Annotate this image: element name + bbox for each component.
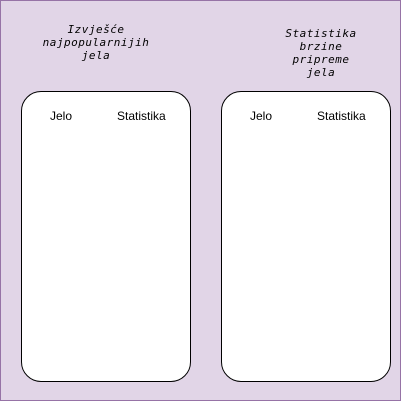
panel-title-line: jela bbox=[81, 49, 111, 62]
panel-title-popular-dishes-report: Izvješće najpopularnijih jela bbox=[31, 23, 161, 62]
panel-title-line: brzine bbox=[299, 40, 343, 53]
column-header-statistics: Statistika bbox=[317, 109, 366, 123]
report-card-preparation-speed: Jelo Statistika bbox=[221, 91, 391, 382]
panel-title-preparation-speed-stats: Statistika brzine pripreme jela bbox=[256, 27, 386, 79]
panel-title-line: pripreme bbox=[292, 53, 350, 66]
panel-title-line: jela bbox=[306, 66, 336, 79]
column-header-dish: Jelo bbox=[50, 109, 73, 123]
panel-title-line: Statistika bbox=[285, 27, 357, 40]
report-card-popular-dishes: Jelo Statistika bbox=[21, 91, 191, 382]
column-header-dish: Jelo bbox=[250, 109, 273, 123]
column-header-statistics: Statistika bbox=[117, 109, 166, 123]
panel-title-line: Izvješće bbox=[67, 23, 125, 36]
panel-title-line: najpopularnijih bbox=[42, 36, 150, 49]
